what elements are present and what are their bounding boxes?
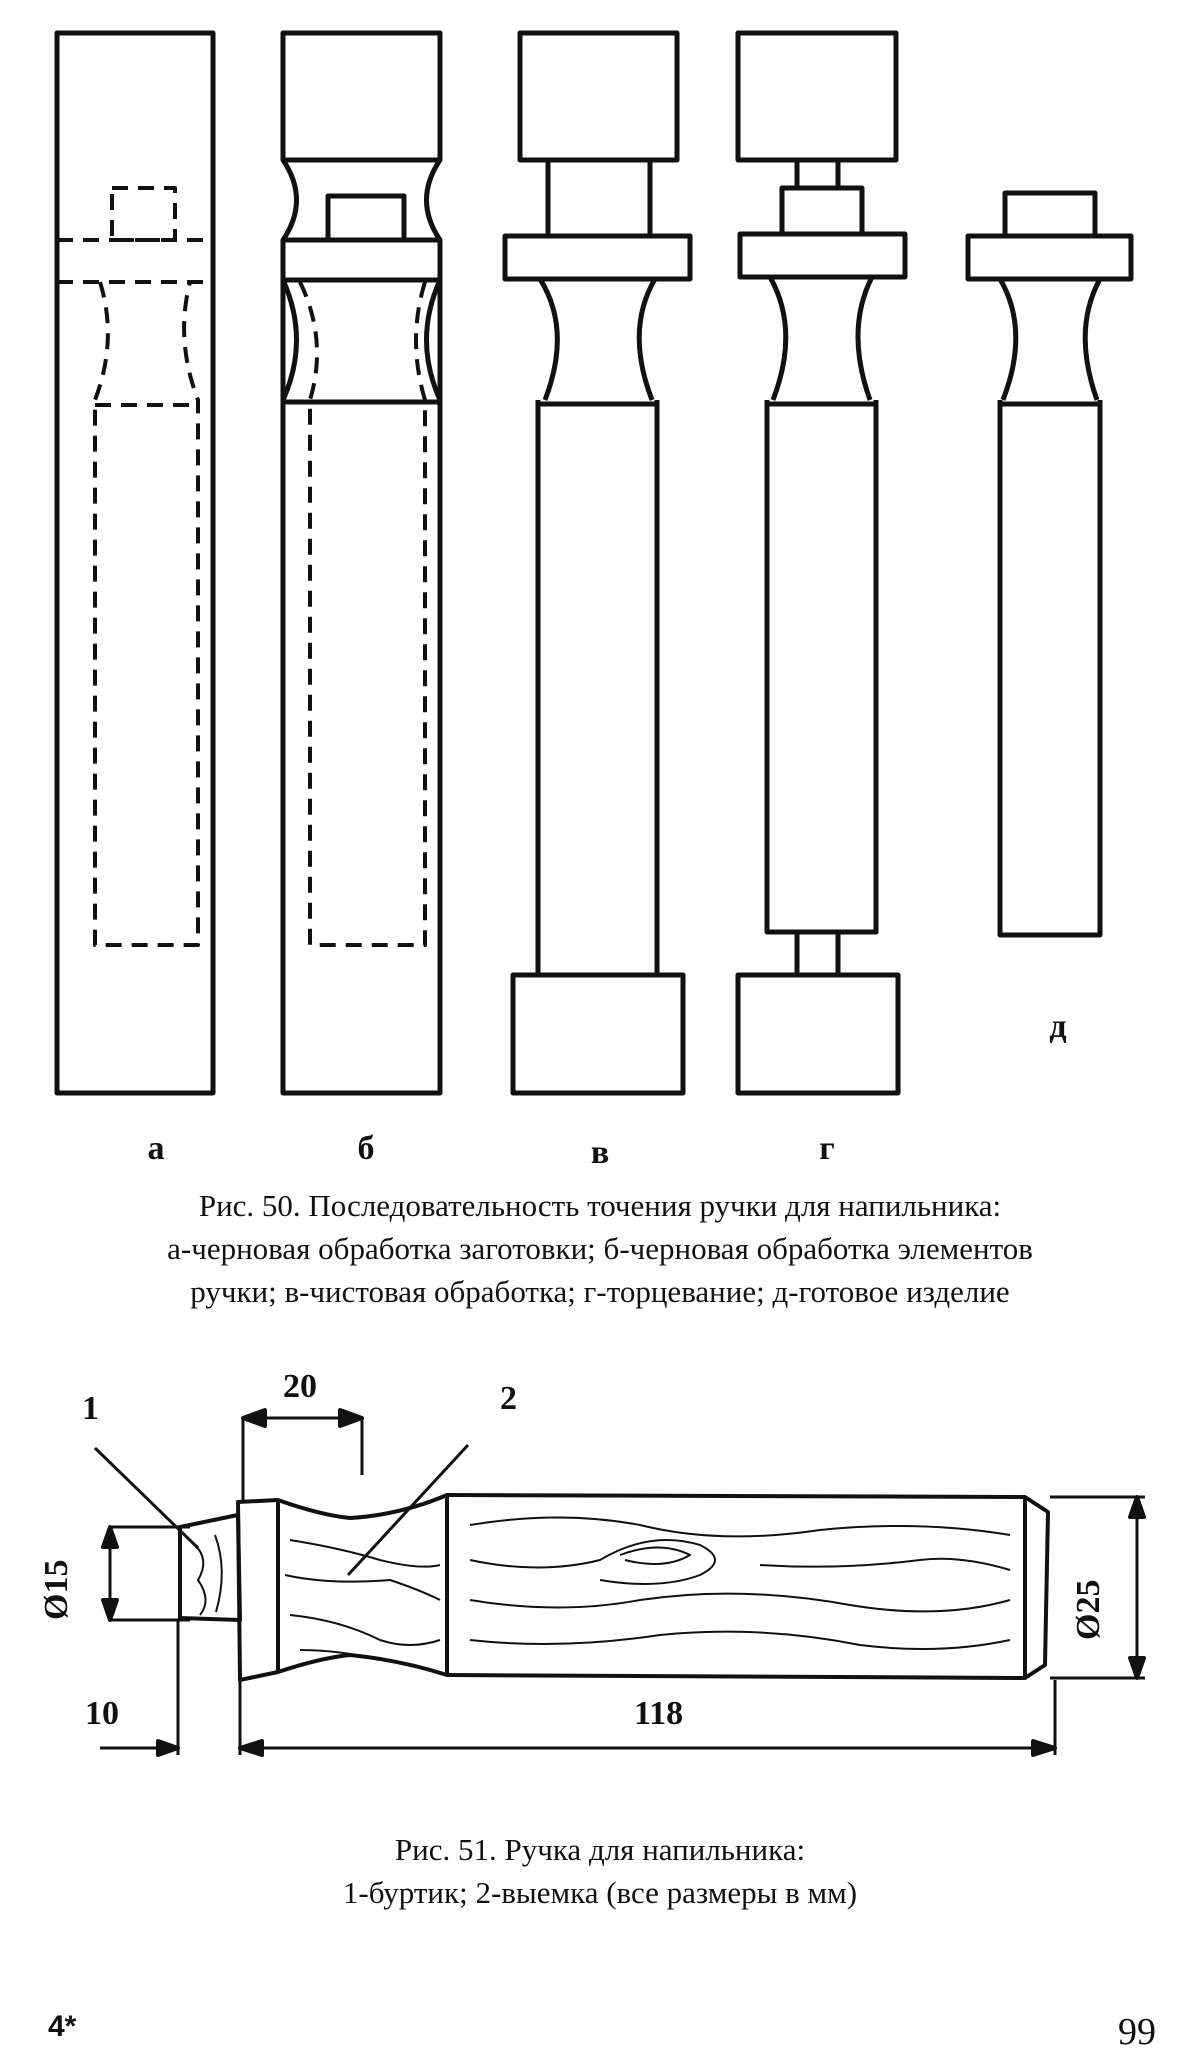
stage-label-d: д xyxy=(1049,1008,1067,1045)
page-number: 99 xyxy=(1118,2011,1156,2053)
dimension-diameter-25: Ø25 xyxy=(1070,1579,1107,1640)
dimension-10: 10 xyxy=(85,1695,119,1732)
figure-50-caption-line1: Рис. 50. Последовательность точения ручк… xyxy=(198,1188,1002,1223)
figure-50-drawing xyxy=(54,30,1134,1096)
stage-label-v: в xyxy=(590,1134,610,1171)
stage-g-facing xyxy=(735,30,908,1096)
stage-b-rough xyxy=(280,30,443,1096)
dimension-diameter-15: Ø15 xyxy=(38,1559,75,1620)
figure-51-drawing xyxy=(93,1408,1146,1757)
stage-label-a: а xyxy=(147,1130,165,1167)
stage-label-g: г xyxy=(819,1130,835,1167)
figure-50-caption-line2: а-черновая обработка заготовки; б-чернов… xyxy=(167,1231,1033,1266)
dimension-20: 20 xyxy=(283,1368,317,1405)
figure-51-caption-line1: Рис. 51. Ручка для напильника: xyxy=(394,1832,806,1867)
stage-d-finished xyxy=(965,190,1134,938)
figure-51-caption-line2: 1-буртик; 2-выемка (все размеры в мм) xyxy=(342,1875,858,1910)
figure-50-caption: Рис. 50. Последовательность точения ручк… xyxy=(60,1184,1140,1313)
stage-v-finish xyxy=(502,30,693,1096)
figure-51-caption: Рис. 51. Ручка для напильника: 1-буртик;… xyxy=(60,1828,1140,1914)
dimension-118: 118 xyxy=(634,1695,684,1732)
stage-a-blank xyxy=(54,30,216,1096)
signature-mark: 4* xyxy=(48,2010,77,2043)
callout-2: 2 xyxy=(500,1380,517,1417)
stage-label-b: б xyxy=(357,1130,375,1167)
callout-1: 1 xyxy=(82,1390,99,1427)
figure-50-caption-line3: ручки; в-чистовая обработка; г-торцевани… xyxy=(190,1274,1010,1309)
